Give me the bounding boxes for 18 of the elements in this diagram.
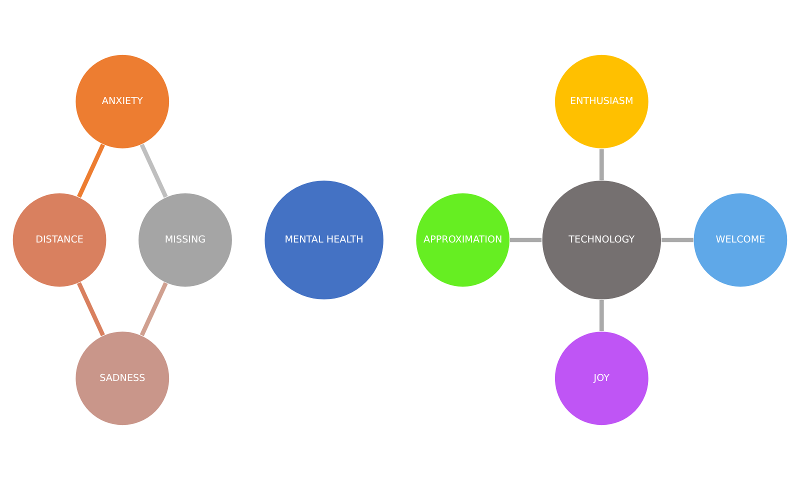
connector bbox=[140, 144, 168, 198]
node-circle: WELCOME bbox=[692, 192, 788, 288]
node-circle: ENTHUSIASM bbox=[554, 54, 650, 150]
node-circle: MENTAL HEALTH bbox=[264, 180, 384, 300]
connector bbox=[510, 238, 542, 242]
node-circle: SADNESS bbox=[74, 330, 170, 426]
node-circle: MISSING bbox=[138, 192, 233, 288]
connector bbox=[140, 282, 168, 336]
node-circle: DISTANCE bbox=[12, 192, 108, 288]
connector bbox=[599, 149, 604, 180]
connector bbox=[662, 238, 694, 242]
node-circle: APPROXIMATION bbox=[415, 192, 510, 288]
node-circle: ANXIETY bbox=[74, 54, 170, 150]
node-circle: JOY bbox=[554, 330, 650, 426]
connector bbox=[76, 144, 105, 198]
node-circle: TECHNOLOGY bbox=[541, 180, 662, 300]
connector bbox=[76, 282, 105, 336]
connector bbox=[599, 300, 604, 332]
